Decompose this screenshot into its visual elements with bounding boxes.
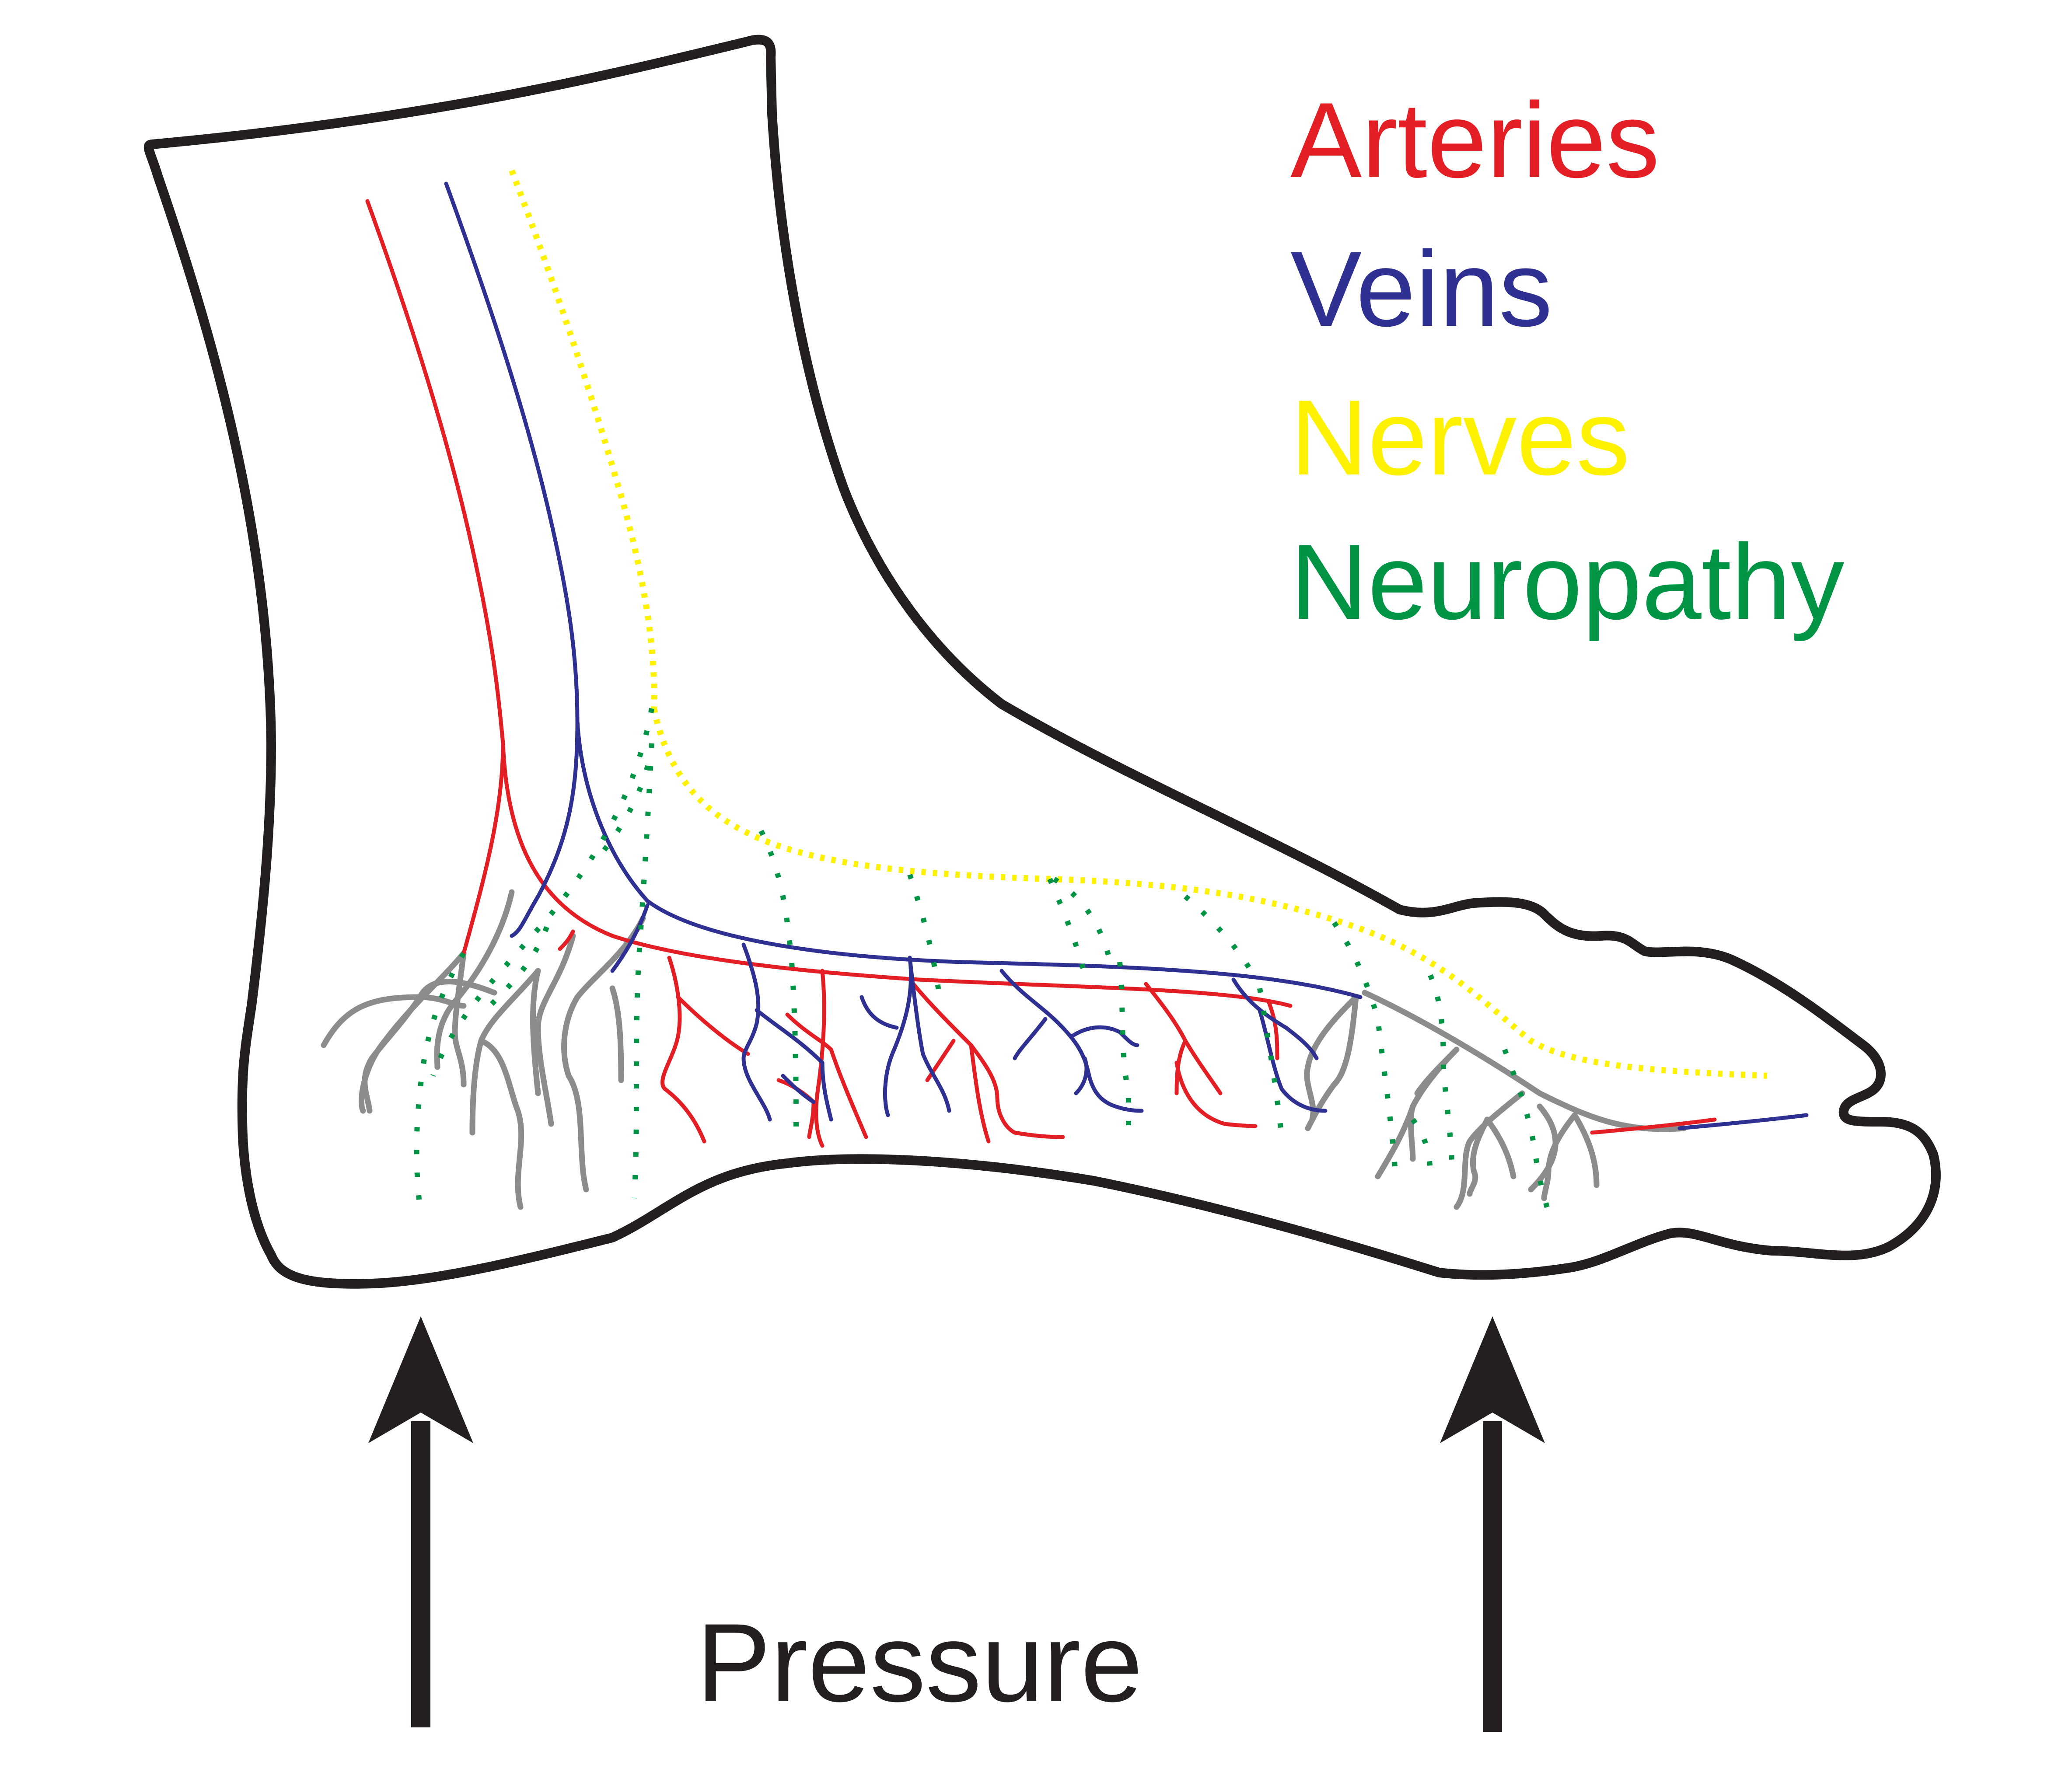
pressure-label: Pressure xyxy=(696,1601,1143,1725)
neuropathy xyxy=(414,708,1551,1212)
veins xyxy=(444,181,1809,1130)
legend-veins-label: Veins xyxy=(1290,229,1552,349)
legend-nerves-label: Nerves xyxy=(1290,377,1630,497)
capillaries xyxy=(321,889,1687,1210)
legend-neuropathy-label: Neuropathy xyxy=(1290,522,1845,642)
legend: Arteries Veins Nerves Neuropathy xyxy=(1290,80,1845,642)
arteries xyxy=(365,199,1717,1148)
pressure-arrow-heel xyxy=(368,1316,473,1727)
foot-outline xyxy=(143,35,1941,1289)
pressure-arrow-ball xyxy=(1440,1316,1545,1732)
nerves xyxy=(509,169,1768,1079)
legend-arteries-label: Arteries xyxy=(1290,80,1660,200)
